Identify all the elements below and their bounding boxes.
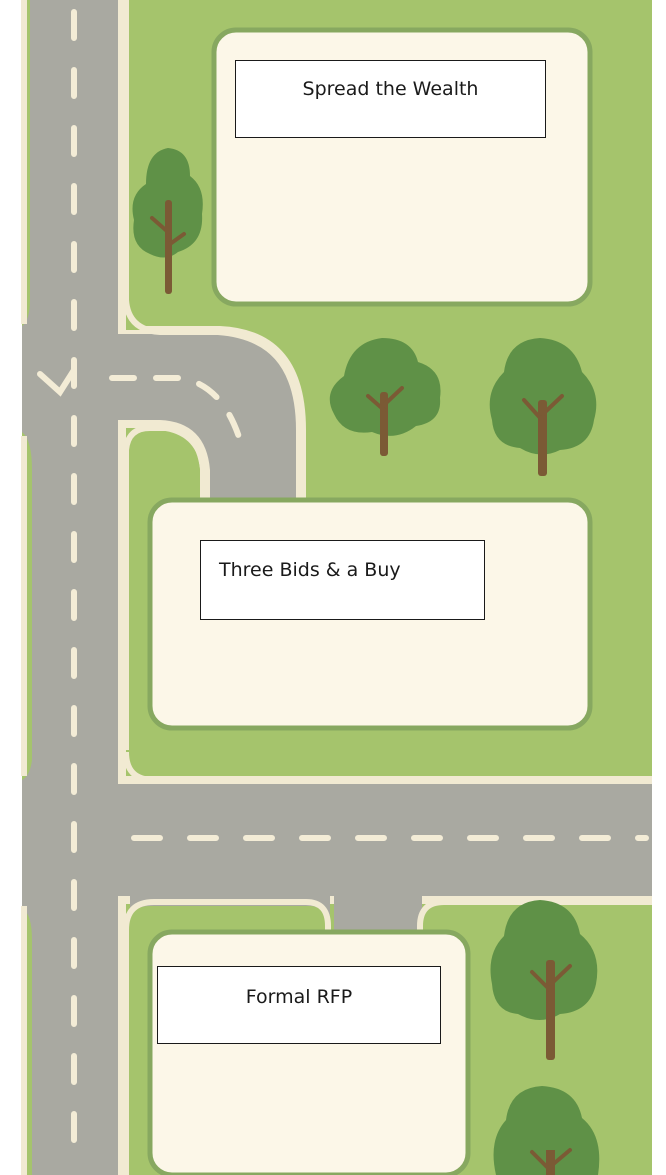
lot-label-text: Formal RFP — [158, 988, 440, 1007]
lot-label-three-bids: Three Bids & a Buy — [200, 540, 485, 620]
frame-white-right — [652, 0, 666, 1175]
lot-label-spread-the-wealth: Spread the Wealth — [235, 60, 546, 138]
lot-label-formal-rfp: Formal RFP — [157, 966, 441, 1044]
lot-label-text: Spread the Wealth — [236, 80, 545, 99]
lot-label-text: Three Bids & a Buy — [219, 561, 401, 580]
frame-white-left — [0, 0, 22, 1175]
